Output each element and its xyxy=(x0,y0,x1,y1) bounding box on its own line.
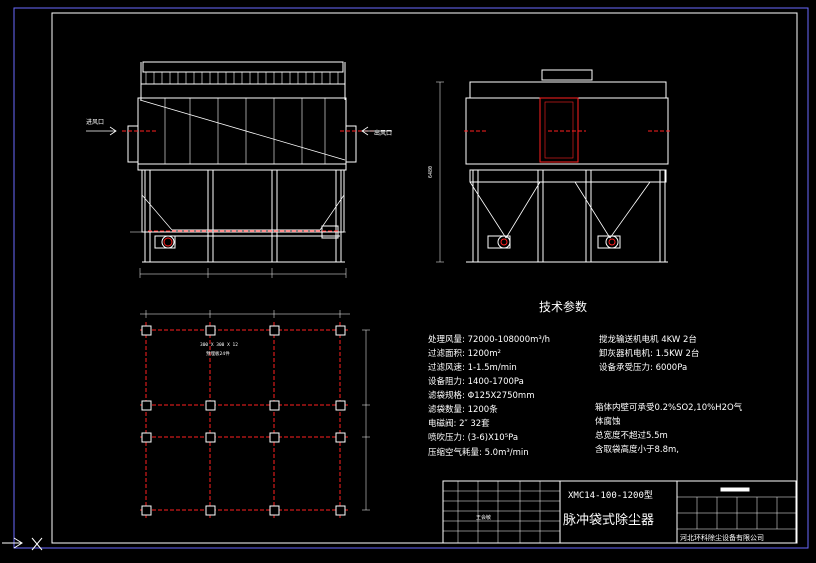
tech-left-3: 设备阻力: 1400-1700Pa xyxy=(428,376,524,387)
front-view xyxy=(127,61,357,263)
tech-left-7: 喷吹压力: (3-6)X10⁵Pa xyxy=(428,432,518,443)
tech-note-0: 箱体内壁可承受0.2%SO2,10%H2O气 xyxy=(595,402,743,413)
tech-left-8: 压缩空气耗量: 5.0m³/min xyxy=(428,447,529,458)
tech-note-3: 含取袋高度小于8.8m, xyxy=(595,444,679,455)
tech-right-1: 卸灰器机电机: 1.5KW 2台 xyxy=(599,348,699,359)
side-view xyxy=(436,69,669,263)
ucs-icon xyxy=(2,537,43,551)
front-view-labels: 进风口 出风口 xyxy=(86,118,392,137)
tech-right-0: 搅龙输送机电机 4KW 2台 xyxy=(599,334,697,345)
side-view-red xyxy=(464,97,672,246)
tech-params-right: 搅龙输送机电机 4KW 2台 卸灰器机电机: 1.5KW 2台 设备承受压力: … xyxy=(599,334,699,373)
tech-note-1: 体腐蚀 xyxy=(595,416,621,427)
title-company: 河北环科除尘设备有限公司 xyxy=(680,533,764,542)
tech-left-6: 电磁阀: 2″ 32套 xyxy=(428,418,490,429)
tech-params-left: 处理风量: 72000-108000m³/h 过滤面积: 1200m² 过滤风速… xyxy=(428,334,550,458)
plan-note-dim: 300 X 300 X 12 xyxy=(200,342,238,348)
tech-left-0: 处理风量: 72000-108000m³/h xyxy=(428,334,550,345)
tech-right-2: 设备承受压力: 6000Pa xyxy=(599,362,687,373)
plan-view-plates xyxy=(141,325,346,516)
title-model: XMC14-100-1200型 xyxy=(568,490,653,501)
outlet-label: 出风口 xyxy=(374,129,392,137)
plan-view-dims xyxy=(140,310,370,511)
plan-view-grid xyxy=(140,322,350,520)
title-assembly-label: 王会敏 xyxy=(476,514,491,521)
drawing-frame xyxy=(13,7,809,549)
tech-left-1: 过滤面积: 1200m² xyxy=(428,348,501,359)
tech-left-2: 过滤风速: 1-1.5m/min xyxy=(428,362,517,373)
plan-note-text: 预埋板24件 xyxy=(206,350,230,357)
tech-left-5: 滤袋数量: 1200条 xyxy=(428,404,498,415)
title-name: 脉冲袋式除尘器 xyxy=(563,513,654,528)
side-height-dim: 6480 xyxy=(428,166,434,178)
tech-left-4: 滤袋规格: Φ125X2750mm xyxy=(428,390,535,401)
inlet-label: 进风口 xyxy=(86,118,104,126)
front-view-dimensions xyxy=(139,268,347,278)
tech-params-title: 技术参数 xyxy=(539,299,587,314)
front-view-red xyxy=(122,130,374,247)
tech-note-2: 总宽度不超过5.5m xyxy=(595,430,668,441)
tech-notes: 箱体内壁可承受0.2%SO2,10%H2O气 体腐蚀 总宽度不超过5.5m 含取… xyxy=(595,402,743,455)
title-block xyxy=(442,480,797,544)
